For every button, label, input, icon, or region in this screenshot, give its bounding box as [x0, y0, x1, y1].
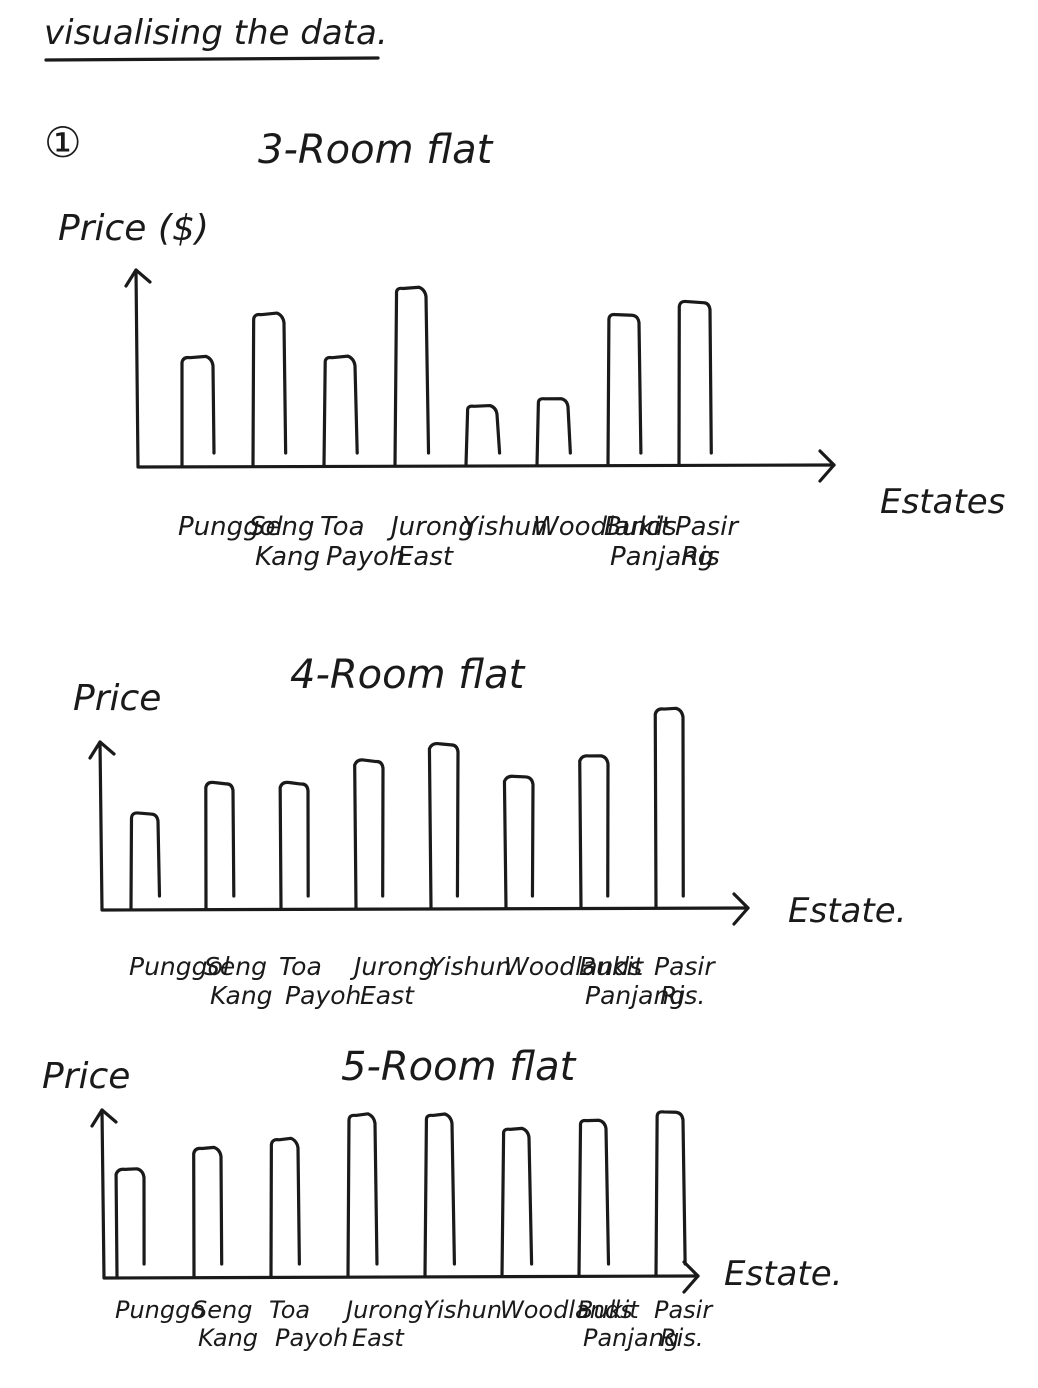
page-heading: visualising the data.: [44, 13, 388, 53]
bar: [423, 1112, 457, 1278]
bar: [606, 312, 643, 467]
bar: [269, 1136, 301, 1278]
bar: [427, 741, 460, 910]
x-axis-label: Estate.: [788, 891, 906, 931]
chart-title: 3-Room flat: [258, 127, 494, 173]
y-axis-label: Price ($): [58, 208, 209, 249]
x-axis-label: Estates: [880, 482, 1005, 522]
bar: [192, 1145, 224, 1278]
bar: [346, 1112, 379, 1278]
bar: [500, 1126, 534, 1278]
bar: [535, 397, 572, 467]
category-label: Punggo: [115, 1296, 205, 1324]
bar: [180, 354, 216, 467]
section-number-marker: ①: [44, 118, 82, 167]
bar: [322, 354, 359, 467]
bar: [677, 299, 713, 467]
bar: [204, 780, 236, 910]
x-axis-arrowhead: [732, 892, 750, 926]
category-label: Yishun: [423, 1296, 502, 1324]
category-label: Punggol: [129, 952, 230, 981]
category-label: Punggol: [178, 512, 284, 542]
y-axis-arrowhead: [90, 1108, 118, 1128]
y-axis-arrowhead: [88, 740, 116, 760]
bar: [353, 758, 385, 910]
bar: [114, 1167, 146, 1278]
x-axis-arrowhead: [818, 449, 836, 483]
category-label: Woodlands: [533, 512, 677, 542]
bar: [502, 774, 535, 910]
y-axis-arrowhead: [124, 268, 152, 288]
bar: [278, 780, 310, 910]
axes: [100, 1108, 700, 1280]
x-axis-arrowhead: [682, 1260, 700, 1294]
bar: [129, 811, 162, 910]
bar: [578, 754, 610, 910]
bar: [251, 311, 288, 467]
category-label: Woodlands: [504, 952, 642, 981]
x-axis-label: Estate.: [724, 1254, 842, 1294]
axes: [98, 740, 750, 912]
bar: [464, 403, 502, 467]
bar: [577, 1118, 611, 1278]
chart-title: 5-Room flat: [341, 1044, 577, 1090]
y-axis-label: Price: [42, 1056, 130, 1097]
y-axis-label: Price: [73, 678, 161, 719]
axes: [134, 268, 836, 469]
bar: [393, 285, 431, 467]
bar: [654, 1110, 687, 1278]
heading-underline: [44, 56, 380, 62]
category-label: Woodlands: [500, 1296, 633, 1324]
chart-title: 4-Room flat: [290, 652, 526, 698]
bar: [653, 706, 685, 910]
category-label: Yishun: [429, 952, 511, 981]
category-label: Yishun: [462, 512, 548, 542]
